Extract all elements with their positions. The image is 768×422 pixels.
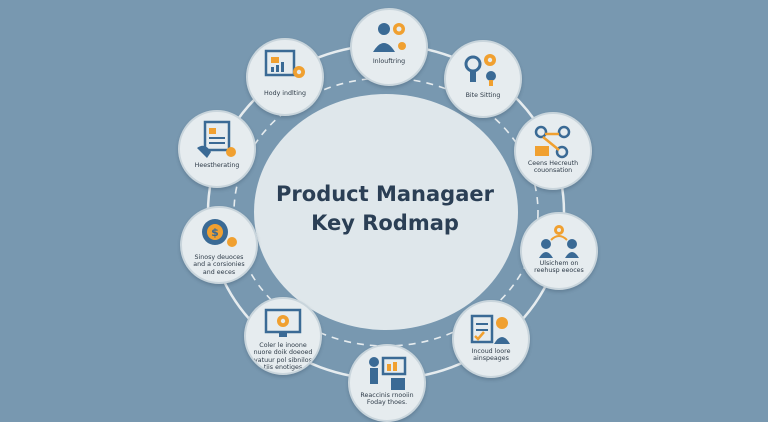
checklist-person-icon: [470, 314, 510, 344]
presenter-icon: [369, 356, 407, 390]
lightbulb-gears-icon: [464, 54, 496, 86]
svg-text:$: $: [211, 226, 219, 239]
roadmap-node-6-label: Reaccinis rnooiin Foday thoes.: [360, 392, 414, 407]
roadmap-node-3[interactable]: Ceens Hecreuth couonsation: [514, 112, 592, 190]
roadmap-node-2-label: Bite Sitting: [465, 92, 501, 99]
roadmap-node-6[interactable]: Reaccinis rnooiin Foday thoes.: [348, 344, 426, 422]
roadmap-node-9[interactable]: Heestherating: [178, 110, 256, 188]
dashboard-chart-icon: [264, 49, 305, 78]
roadmap-node-4[interactable]: Ulsichem on reehusp eeoces: [520, 212, 598, 290]
center-title: Product Managaer Key Rodmap: [250, 180, 520, 238]
team-network-icon: [534, 125, 571, 159]
monitor-gear-icon: [264, 308, 302, 337]
center-title-line-2: Key Rodmap: [311, 211, 459, 235]
roadmap-node-7-label: Coler le inoone nuore doik doeoed yatuur…: [253, 342, 313, 372]
roadmap-node-9-label: Heestherating: [194, 162, 240, 169]
document-hand-icon: [197, 120, 236, 158]
roadmap-node-5-label: Incoud loore ainspeages: [471, 348, 511, 363]
roadmap-node-5[interactable]: Incoud loore ainspeages: [452, 300, 530, 378]
roadmap-node-2[interactable]: Bite Sitting: [444, 40, 522, 118]
roadmap-node-8-label: Sinosy deuoces and a corsionies and eece…: [193, 254, 245, 276]
roadmap-node-1[interactable]: Inlouftring: [350, 8, 428, 86]
roadmap-node-8[interactable]: $ Sinosy deuoces and a corsionies and ee…: [180, 206, 258, 284]
dollar-gear-icon: $: [202, 219, 237, 247]
roadmap-node-10[interactable]: Hody indlting: [246, 38, 324, 116]
roadmap-node-3-label: Ceens Hecreuth couonsation: [527, 160, 579, 175]
roadmap-node-4-label: Ulsichem on reehusp eeoces: [534, 260, 584, 275]
roadmap-node-1-label: Inlouftring: [372, 58, 406, 65]
person-gear-icon: [373, 23, 406, 52]
center-title-line-1: Product Managaer: [276, 182, 494, 206]
roadmap-node-10-label: Hody indlting: [263, 90, 306, 97]
center-circle: [254, 94, 518, 330]
people-gear-icon: [539, 225, 579, 258]
roadmap-node-7[interactable]: Coler le inoone nuore doik doeoed yatuur…: [244, 297, 322, 375]
